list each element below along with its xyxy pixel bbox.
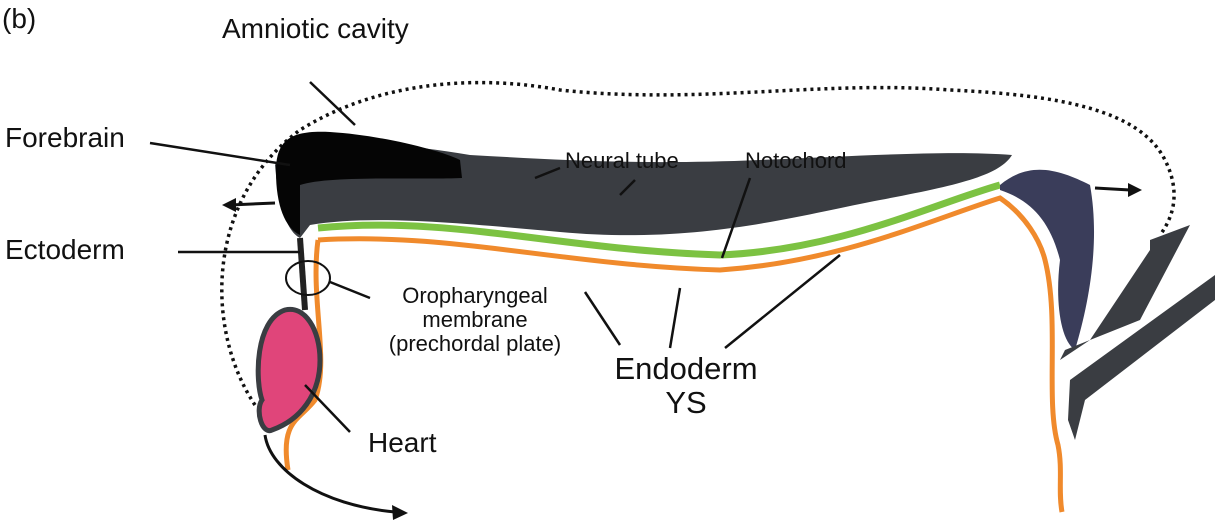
arrow-bottom	[263, 434, 396, 514]
label-oropharyngeal-line2: membrane	[422, 307, 528, 333]
label-ectoderm: Ectoderm	[5, 234, 125, 265]
label-neural-tube: Neural tube	[565, 148, 679, 173]
arrow-left-head	[222, 198, 236, 212]
label-heart: Heart	[368, 427, 437, 458]
notochord-shape	[317, 181, 1001, 259]
label-oropharyngeal-line3: (prechordal plate)	[388, 331, 562, 357]
connecting-stalk-shape	[1000, 169, 1095, 350]
yolk-stalk-shape	[1068, 275, 1215, 440]
label-forebrain: Forebrain	[5, 122, 125, 153]
label-endoderm-ys: Endoderm YS	[596, 351, 776, 421]
label-endoderm: Endoderm	[614, 351, 758, 386]
label-oropharyngeal-membrane: Oropharyngeal membrane (prechordal plate…	[365, 283, 585, 357]
panel-label: (b)	[2, 3, 37, 34]
leader-lines	[149, 81, 841, 433]
amniotic-outline	[220, 80, 1176, 406]
arrow-bottom-head	[392, 505, 408, 520]
endoderm-left-shape	[283, 239, 324, 471]
label-ys: YS	[665, 385, 707, 421]
label-notochord: Notochord	[745, 148, 847, 173]
ectoderm-shape	[297, 237, 308, 311]
endoderm-shape	[317, 195, 1065, 513]
label-oropharyngeal-line1: Oropharyngeal	[402, 283, 548, 308]
arrow-right	[1094, 186, 1131, 192]
label-amniotic-cavity: Amniotic cavity	[222, 13, 409, 44]
forebrain-shape	[276, 131, 462, 235]
arrow-left	[229, 201, 276, 207]
oropharyngeal-circle	[285, 260, 331, 296]
arrow-right-head	[1128, 183, 1142, 197]
heart-shape	[255, 306, 323, 434]
allantois-shape	[1060, 225, 1190, 360]
